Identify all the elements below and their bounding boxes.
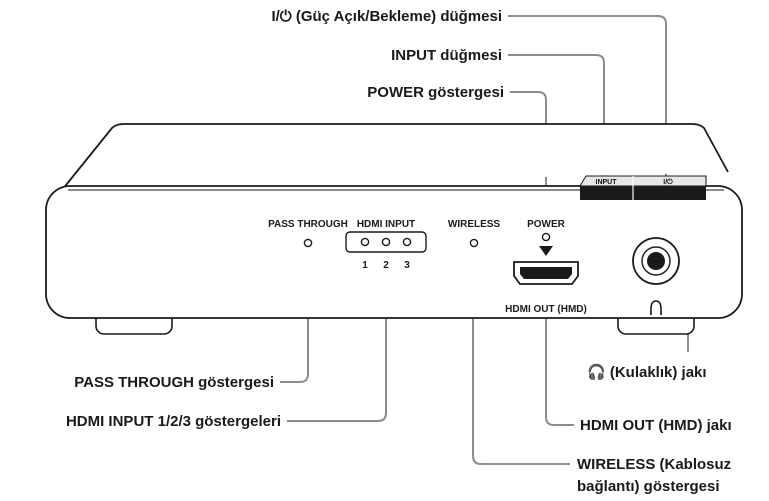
- callout-labels: I/⏻ (Güç Açık/Bekleme) düğmesi INPUT düğ…: [66, 8, 732, 495]
- callout-hdmi-input: HDMI INPUT 1/2/3 göstergeleri: [66, 413, 281, 430]
- callout-input-button: INPUT düğmesi: [391, 47, 502, 64]
- leader-wireless: [472, 251, 570, 465]
- hdmi-out-label: HDMI OUT (HMD): [505, 304, 587, 315]
- hdmi-input-led-3: [402, 237, 412, 247]
- headphone-jack[interactable]: [647, 252, 665, 270]
- leader-power-switch: [508, 15, 667, 182]
- device-top-face: [61, 123, 729, 191]
- power-button[interactable]: I/⏻: [663, 178, 673, 186]
- hdmi-input-number-3: 3: [404, 260, 410, 271]
- callout-power-indicator: POWER göstergesi: [367, 84, 504, 101]
- pass-through-label: PASS THROUGH: [268, 219, 348, 230]
- leader-power-indicator: [510, 91, 547, 230]
- leader-hdmi-out: [545, 282, 574, 426]
- power-label: POWER: [527, 219, 566, 230]
- processor-unit: INPUT I/⏻ PASS THROUGH HDMI INPUT WIRELE…: [45, 123, 743, 335]
- hdmi-input-label: HDMI INPUT: [357, 219, 415, 230]
- button-front-strip: [580, 186, 706, 200]
- wireless-label: WIRELESS: [448, 219, 501, 230]
- headphone-icon: [650, 300, 662, 315]
- power-indicator-led: [541, 232, 551, 242]
- pass-through-indicator-led: [303, 238, 313, 248]
- callout-pass-through: PASS THROUGH göstergesi: [74, 374, 274, 391]
- callout-wireless-line1: WIRELESS (Kablosuz: [577, 456, 731, 473]
- wireless-indicator-led: [469, 238, 479, 248]
- hdmi-out-arrow-icon: [539, 246, 553, 256]
- callout-wireless-line2: bağlantı) göstergesi: [577, 478, 720, 495]
- leader-pass-through: [280, 250, 309, 383]
- callout-headphone-jack: 🎧 (Kulaklık) jakı: [587, 363, 707, 381]
- hdmi-out-port-inner: [520, 267, 572, 279]
- hdmi-input-number-2: 2: [383, 260, 389, 271]
- callout-power-switch: I/⏻ (Güç Açık/Bekleme) düğmesi: [271, 8, 502, 25]
- input-button[interactable]: INPUT: [596, 179, 618, 186]
- hdmi-input-led-1: [360, 237, 370, 247]
- top-buttons: INPUT I/⏻: [579, 175, 707, 200]
- hdmi-input-indicator-frame: [345, 231, 427, 253]
- leader-hdmi-input: [287, 254, 387, 422]
- leader-input-button: [508, 54, 605, 182]
- callout-hdmi-out: HDMI OUT (HMD) jakı: [580, 417, 732, 434]
- hdmi-input-led-2: [381, 237, 391, 247]
- hdmi-input-number-1: 1: [362, 260, 368, 271]
